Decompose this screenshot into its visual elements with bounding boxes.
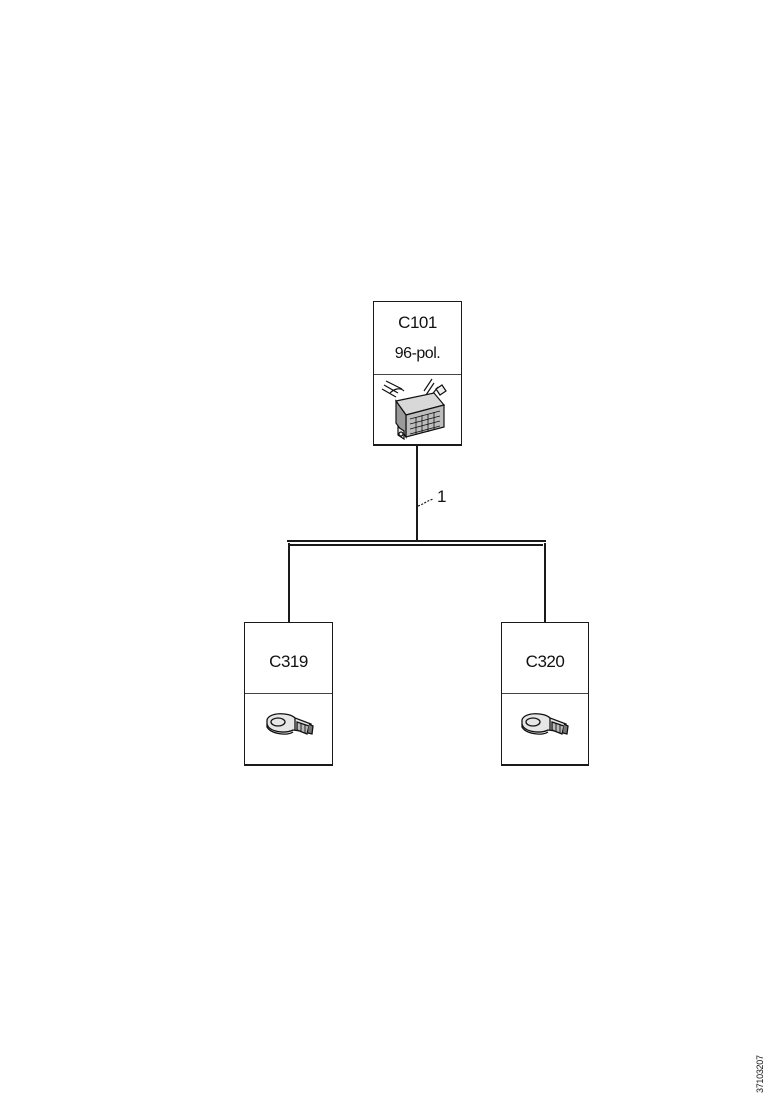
connector-c319-id: C319 (269, 652, 308, 671)
connector-c101-id: C101 (398, 313, 437, 332)
connector-c320-id: C320 (525, 652, 565, 671)
multi-pin-connector-icon (381, 378, 447, 441)
connector-c320-picture (502, 694, 588, 765)
wire-callout-label: 1 (437, 487, 447, 506)
connector-c320[interactable]: C320 (501, 622, 589, 766)
connector-c319-label-area: C319 (245, 623, 332, 694)
connector-c101-picture (374, 375, 461, 445)
ring-terminal-icon (266, 713, 314, 735)
connector-c101-label-area: C101 96-pol. (374, 302, 461, 375)
connector-c320-label-area: C320 (502, 623, 588, 694)
connector-c319[interactable]: C319 (244, 622, 333, 766)
connector-c319-picture (245, 694, 332, 765)
callout-leader (417, 498, 435, 507)
connector-c101-description: 96-pol. (394, 345, 441, 362)
connector-c101[interactable]: C101 96-pol. (373, 301, 462, 446)
figure-code: 37103207 (755, 1055, 765, 1093)
ring-terminal-icon (521, 713, 569, 735)
